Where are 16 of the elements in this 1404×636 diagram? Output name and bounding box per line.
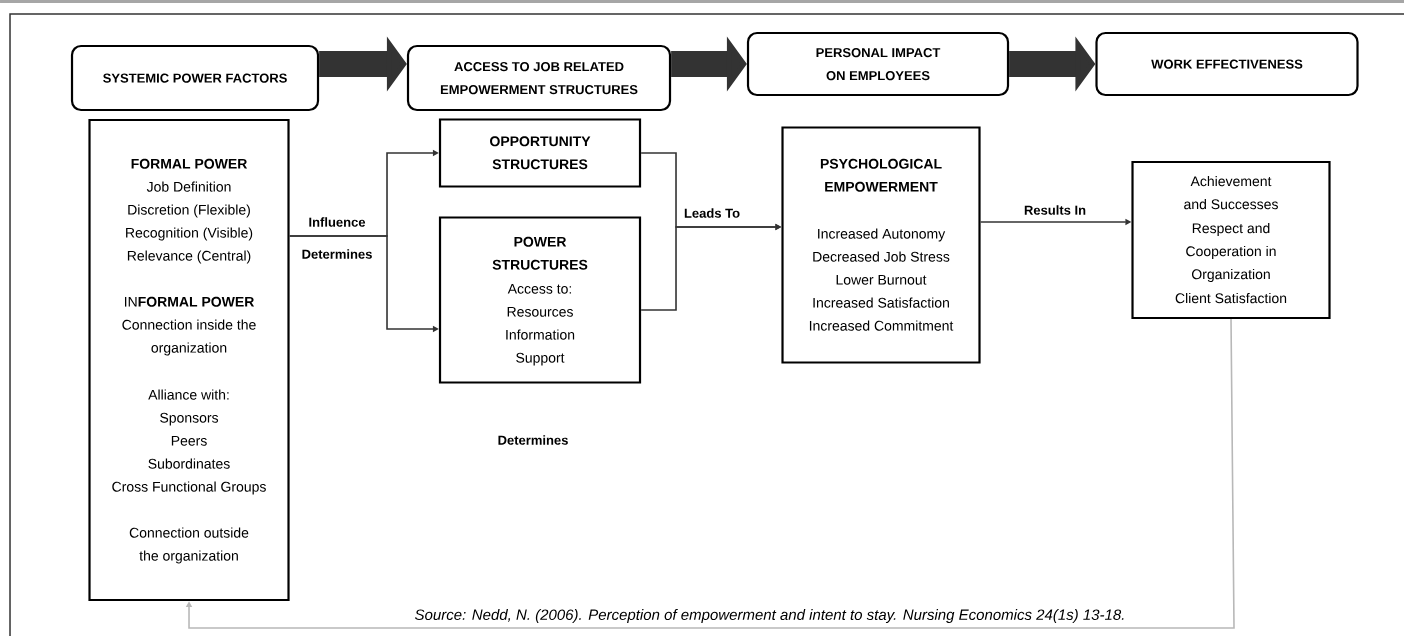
content-box: PSYCHOLOGICAL EMPOWERMENT Increased Autonomy Decreased Job Stress Lower Burnout Increased Satisfaction Increased Commitment — [781, 126, 981, 364]
content-box: POWER STRUCTURES Access to: Resources Information Support — [438, 216, 642, 384]
stage-box: ACCESS TO JOB RELATED EMPOWERMENT STRUCTURES — [406, 44, 672, 112]
edge-label: Determines — [300, 248, 374, 260]
content-box: OPPORTUNITY STRUCTURES — [438, 118, 642, 188]
edge-label: Results In — [1022, 204, 1088, 216]
edge-label: Influence — [307, 216, 367, 228]
content-box: FORMAL POWER Job Definition Discretion (Flexible) Recognition (Visible) Relevance (Central) INFORMAL POWER Connection inside the organization Alliance with: Sponsors Peers Subordinates Cross Functional Groups Connection outside the organization — [88, 118, 290, 602]
stage-box: WORK EFFECTIVENESS — [1095, 31, 1359, 97]
annotation-text: Determines — [498, 435, 568, 445]
content-box: Achievement and Successes Respect and Cooperation in Organization Client Satisfaction — [1131, 160, 1331, 320]
edge-label: Leads To — [682, 207, 742, 219]
stage-box: SYSTEMIC POWER FACTORS — [70, 44, 320, 112]
arrow — [185, 318, 1235, 629]
source-caption: Source: Nedd, N. (2006). Perception of empowerment and intent to stay. Nursing Economics 24(1s) 13-18. — [415, 609, 1124, 623]
stage-box: PERSONAL IMPACT ON EMPLOYEES — [746, 31, 1010, 97]
